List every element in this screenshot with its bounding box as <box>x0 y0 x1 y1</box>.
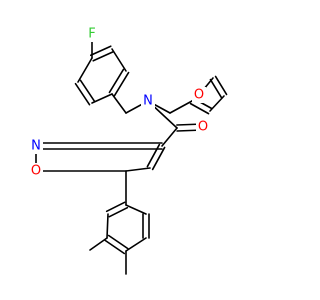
bond-ring1-1-a <box>92 50 115 62</box>
bond-isoxazole-1-b <box>151 146 166 171</box>
bond-ring2-3-b <box>107 234 129 250</box>
bond-ring2-6 <box>125 204 147 215</box>
molecule-drawing: F N O O N O <box>29 26 228 275</box>
furan-oxygen-atom-label: O <box>194 88 204 103</box>
isoxazole-oxygen-label-bg <box>29 163 43 179</box>
bond-ring2-2 <box>106 213 109 239</box>
isoxazole-nitrogen-atom-label: N <box>31 139 41 154</box>
bond-ring1-3-a <box>108 68 125 94</box>
carbonyl-oxygen-label-bg <box>196 119 210 135</box>
bond-ch2-furan <box>169 100 193 114</box>
bond-ring1-2 <box>111 48 127 72</box>
isoxazole-oxygen-atom-label: O <box>31 164 41 179</box>
bond-ring2-3-a <box>104 239 126 255</box>
fluorine-label-bg <box>85 26 99 42</box>
furan-oxygen-label-bg <box>192 87 206 103</box>
bond-ring1-1-b <box>89 45 112 57</box>
bond-furan-2 <box>209 95 225 112</box>
bond-ring1-5-a <box>79 79 96 103</box>
bond-ring1-6 <box>77 57 93 83</box>
bond-ring1-4 <box>91 93 113 104</box>
bond-furan-3-a <box>214 75 228 96</box>
bond-methyl-3 <box>89 237 108 251</box>
bond-furan-1-a <box>189 102 210 115</box>
bond-isoxazole-2 <box>125 167 151 172</box>
bond-ring2-4 <box>125 237 147 252</box>
atom-label-layer: F N O O N O <box>29 26 210 179</box>
carbonyl-oxygen-atom-label: O <box>198 120 208 135</box>
bond-ring1-5-b <box>74 82 91 106</box>
bond-furan-3-b <box>209 78 223 99</box>
bond-layer <box>35 33 228 275</box>
isoxazole-nitrogen-label-bg <box>29 138 43 154</box>
bond-benzyl-ch2 <box>111 93 127 114</box>
fluorine-atom-label: F <box>88 27 95 42</box>
amide-nitrogen-atom-label: N <box>143 94 153 109</box>
bond-ring1-3-b <box>113 71 130 97</box>
bond-ring2-1-b <box>108 206 129 218</box>
bond-carbonyl-isoxazole <box>161 127 178 147</box>
bond-isoxazole-1-a <box>146 143 161 168</box>
amide-nitrogen-label-bg <box>141 93 155 109</box>
bond-ring2-1-a <box>105 201 126 213</box>
structure-canvas: F N O O N O <box>29 26 228 275</box>
